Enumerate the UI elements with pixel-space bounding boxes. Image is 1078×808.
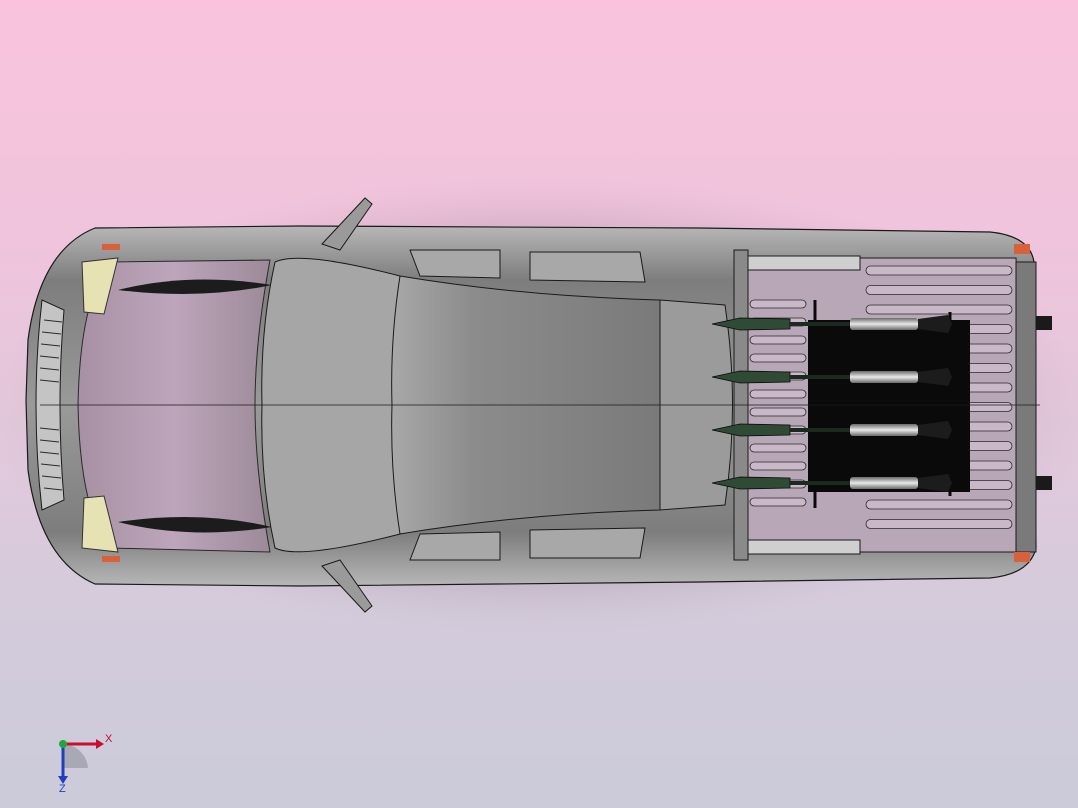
- tailgate[interactable]: [1015, 261, 1037, 553]
- rocket-shaft: [790, 375, 850, 379]
- hood[interactable]: [77, 259, 271, 553]
- bed-slat: [749, 497, 807, 507]
- x-axis-label: X: [105, 733, 113, 745]
- headlight-left: [81, 257, 119, 315]
- z-axis-arrowhead: [58, 776, 68, 784]
- bed-slat: [749, 407, 807, 417]
- left-fender-shadow: [118, 279, 272, 294]
- rocket-fins: [918, 421, 952, 439]
- bed-slat: [865, 265, 1013, 276]
- hitch-top: [1036, 316, 1052, 330]
- rocket-tube: [850, 371, 918, 383]
- bed-slat: [749, 443, 807, 453]
- launcher-frame: [808, 320, 970, 492]
- turn-signal-front-left: [102, 244, 120, 250]
- right-fender-shadow: [118, 517, 272, 533]
- rocket-fins: [918, 474, 952, 492]
- rocket-tube: [850, 477, 918, 489]
- x-axis-arrowhead: [96, 739, 104, 749]
- side-windows-top: [409, 249, 646, 283]
- mirror-right[interactable]: [321, 559, 373, 613]
- z-axis-label: Z: [59, 783, 66, 794]
- rockets: [711, 315, 952, 492]
- tail-light-left: [1014, 244, 1030, 254]
- bed-slat: [749, 335, 807, 345]
- bed-slat: [749, 389, 807, 399]
- bed-slat: [865, 304, 1013, 315]
- rocket-launcher[interactable]: [711, 300, 970, 508]
- bed-slat: [865, 285, 1013, 295]
- rocket-fins: [918, 368, 952, 386]
- rocket-shaft: [790, 481, 850, 485]
- headlight-right: [81, 495, 119, 553]
- y-axis-origin: [59, 740, 67, 748]
- triad-shading: [63, 744, 88, 768]
- bed-rail-bottom: [747, 539, 861, 555]
- rocket[interactable]: [711, 315, 952, 333]
- rocket[interactable]: [711, 474, 952, 492]
- rocket-tube: [850, 318, 918, 330]
- rocket[interactable]: [711, 421, 952, 439]
- mirror-left[interactable]: [321, 197, 373, 251]
- rocket-fins: [918, 315, 952, 333]
- bed-slat: [749, 353, 807, 363]
- turn-signal-front-right: [102, 556, 120, 562]
- rocket-shaft: [790, 428, 850, 432]
- bed-slat: [865, 519, 1013, 529]
- side-windows-bottom: [409, 527, 646, 561]
- bed-slat: [865, 499, 1013, 510]
- rocket[interactable]: [711, 368, 952, 386]
- bed-slat: [749, 461, 807, 471]
- bed-rail-top: [747, 255, 861, 271]
- bed-slat: [749, 299, 807, 309]
- hitch-bottom: [1036, 476, 1052, 490]
- rocket-shaft: [790, 322, 850, 326]
- tail-light-right: [1014, 552, 1030, 562]
- rocket-tube: [850, 424, 918, 436]
- coordinate-triad: X Z: [58, 733, 113, 794]
